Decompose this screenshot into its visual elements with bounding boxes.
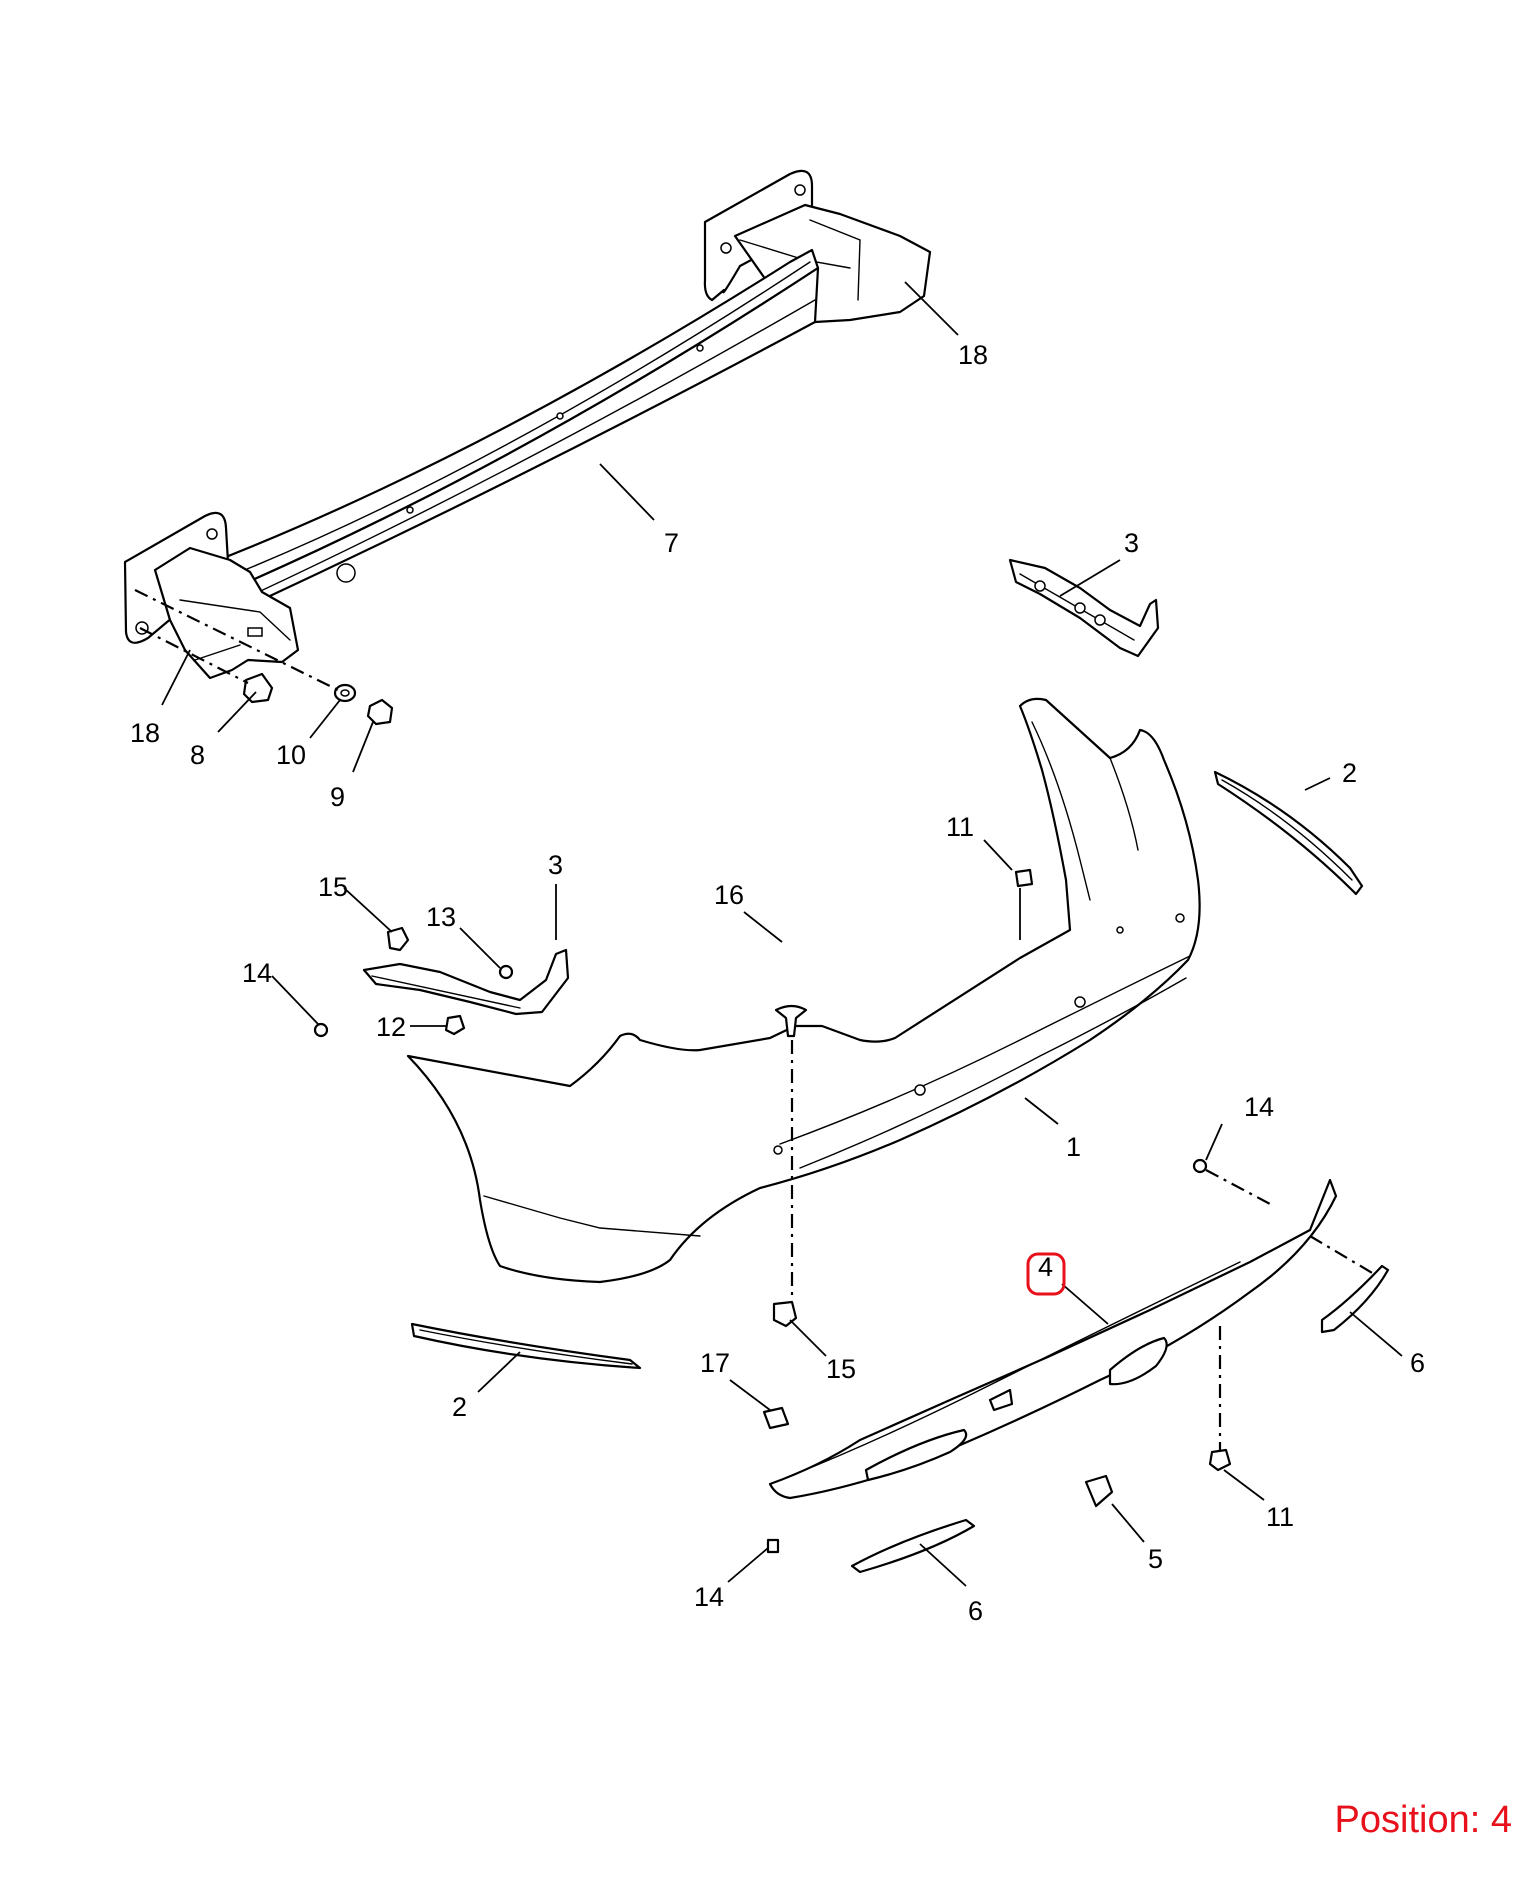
screw-14-lower (766, 1538, 780, 1554)
callout-12: 12 (376, 1012, 406, 1042)
clip-17 (762, 1406, 790, 1430)
callout-2-right: 2 (1342, 758, 1357, 788)
callout-15-lower: 15 (826, 1354, 856, 1384)
impact-bar (123, 169, 932, 726)
push-pin-16 (774, 1004, 808, 1038)
line-14-right (1205, 1169, 1271, 1205)
reflector-left (850, 1518, 976, 1574)
callout-10: 10 (276, 740, 306, 770)
callout-16: 16 (714, 880, 744, 910)
callout-7: 7 (664, 528, 679, 558)
bolt-13 (498, 964, 514, 980)
callout-3-right: 3 (1124, 528, 1139, 558)
callout-15-upper: 15 (318, 872, 348, 902)
callout-11-upper: 11 (946, 812, 974, 842)
callout-4-highlight (1026, 1252, 1066, 1296)
bolt-12 (444, 1014, 466, 1036)
callout-2-left: 2 (452, 1392, 467, 1422)
callout-5: 5 (1148, 1544, 1163, 1574)
molding-strip-left (410, 1322, 642, 1370)
callout-9: 9 (330, 782, 345, 812)
reflector-right (1320, 1264, 1390, 1334)
lower-valance (768, 1178, 1338, 1500)
screw-14-right (1192, 1158, 1208, 1174)
callout-18-lower: 18 (130, 718, 160, 748)
nut-11-lower (1208, 1448, 1232, 1472)
callout-18-upper: 18 (958, 340, 988, 370)
callout-3-left: 3 (548, 850, 563, 880)
bumper-cover (406, 697, 1201, 1284)
tow-cap-5 (1084, 1474, 1114, 1508)
callout-1: 1 (1066, 1132, 1081, 1162)
callout-14-left: 14 (242, 958, 272, 988)
leader-lines (161, 281, 1403, 1587)
clip-15-upper (386, 926, 410, 952)
callout-6-right: 6 (1410, 1348, 1425, 1378)
screw-14-left (313, 1022, 329, 1038)
bolt-line-lower (139, 627, 249, 684)
callouts: 18 7 18 8 10 9 3 2 11 16 3 15 13 14 12 1… (130, 340, 1425, 1626)
bolt-line-upper (134, 589, 339, 691)
line-6-right (1309, 1235, 1375, 1275)
clip-11-upper (1014, 868, 1034, 888)
position-label: Position: 4 (1334, 1799, 1512, 1841)
callout-14-lower: 14 (694, 1582, 724, 1612)
callout-17: 17 (700, 1348, 730, 1378)
callout-11-lower: 11 (1266, 1502, 1294, 1532)
molding-strip-right (1213, 770, 1364, 896)
bracket-left (362, 948, 570, 1016)
callout-8: 8 (190, 740, 205, 770)
callout-14-right: 14 (1244, 1092, 1274, 1122)
callout-6-left: 6 (968, 1596, 983, 1626)
callout-13: 13 (426, 902, 456, 932)
callout-4: 4 (1038, 1252, 1053, 1282)
